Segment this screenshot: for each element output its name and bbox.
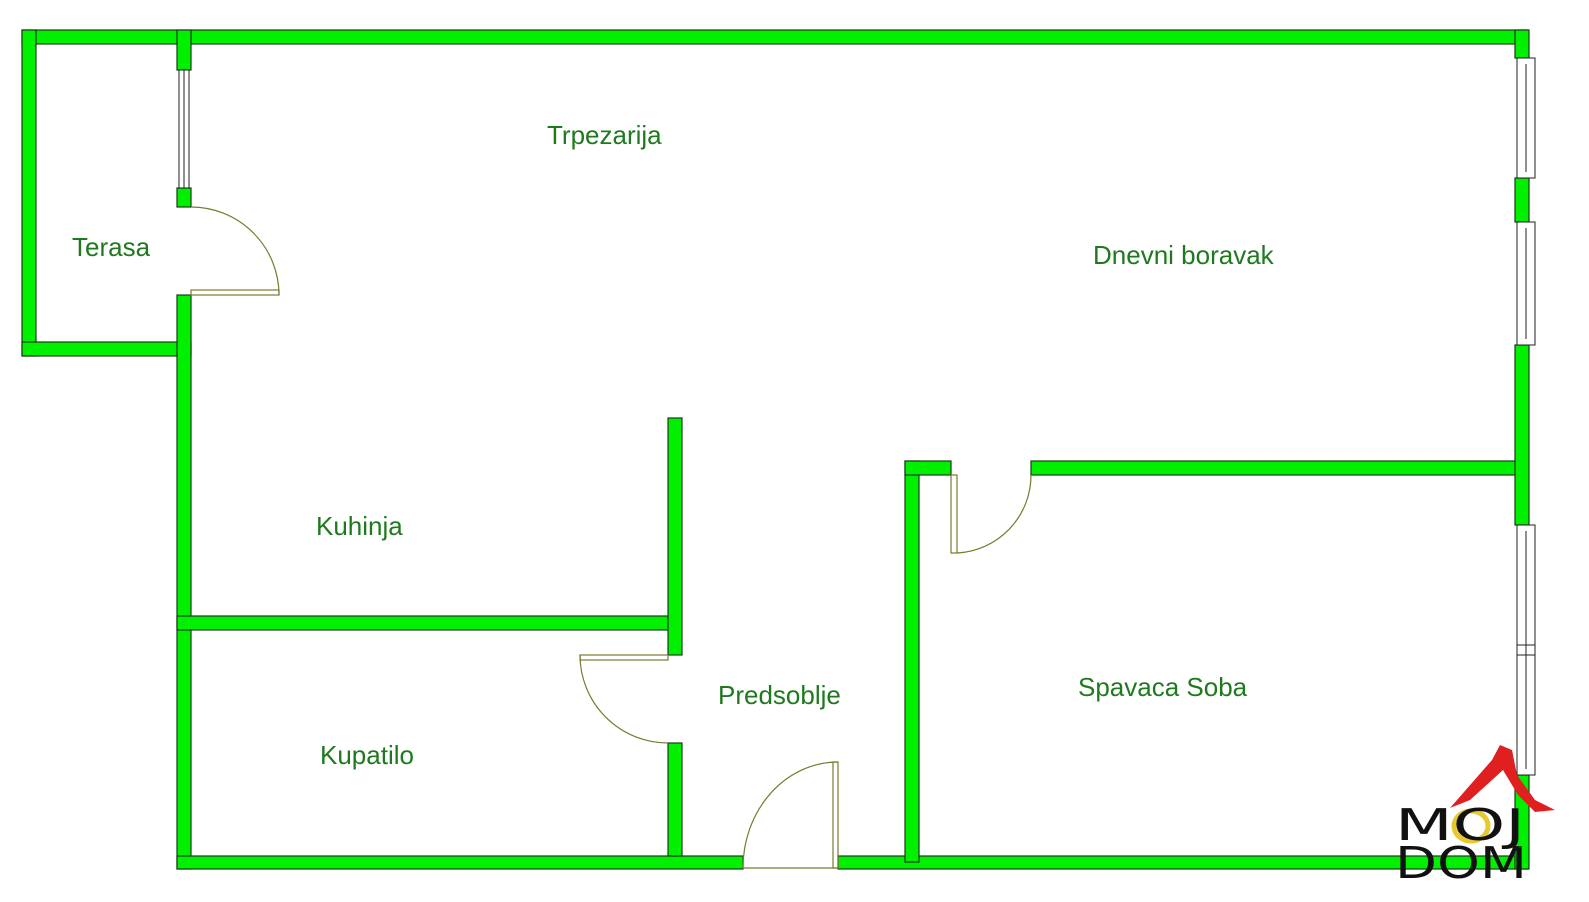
walls [21, 29, 1530, 870]
wall-bedroom-top-1 [904, 460, 952, 476]
door-bedroom [950, 474, 958, 554]
wall-left-2 [176, 187, 192, 208]
windows [178, 57, 1536, 776]
room-label-dnevni-boravak: Dnevni boravak [1093, 240, 1274, 270]
wall-bedroom-left [904, 460, 920, 863]
room-label-kupatilo: Kupatilo [320, 740, 414, 770]
door-terasa [190, 289, 280, 296]
logo-line2: DOM [1395, 838, 1527, 889]
door-entrance [832, 761, 839, 869]
room-label-predsoblje: Predsoblje [718, 680, 841, 710]
room-label-terasa: Terasa [72, 232, 151, 262]
doors [190, 206, 1032, 869]
logo-roof-icon [1450, 745, 1555, 812]
wall-left-3 [176, 294, 192, 870]
wall-right-2 [1514, 177, 1530, 223]
room-label-kuhinja: Kuhinja [316, 511, 403, 541]
wall-kitchen-v1 [667, 417, 683, 656]
wall-terasa-left [21, 29, 37, 357]
logo: MOJ DOM [1395, 745, 1555, 889]
wall-bottom-1 [176, 855, 744, 870]
wall-bedroom-top-2 [1030, 460, 1529, 476]
room-label-spavaca-soba: Spavaca Soba [1078, 672, 1248, 702]
wall-right-1 [1514, 29, 1530, 59]
wall-right-3 [1514, 344, 1530, 526]
logo-line1: MOJ [1395, 800, 1525, 851]
wall-left-1 [176, 29, 192, 71]
logo-ring-icon [1451, 808, 1491, 844]
wall-kitchen-v2 [667, 742, 683, 857]
wall-kitchen-bath [176, 615, 670, 631]
wall-top [21, 29, 1529, 45]
wall-terasa-bottom [21, 341, 192, 357]
room-label-trpezarija: Trpezarija [547, 120, 662, 150]
door-bathroom [579, 654, 669, 661]
